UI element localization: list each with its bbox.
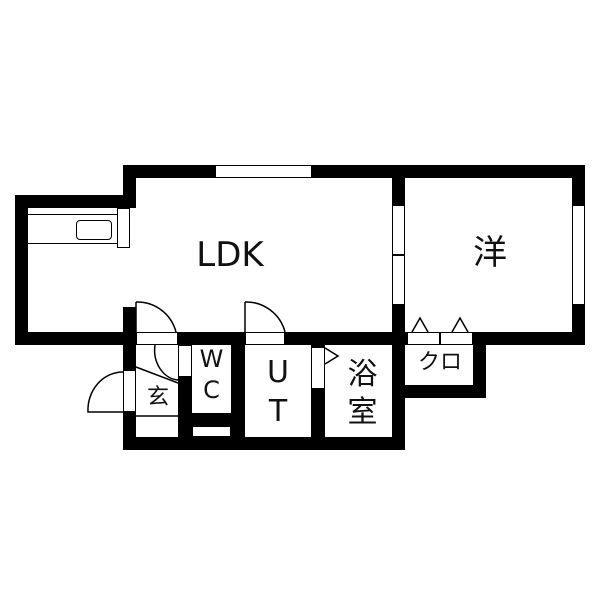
- wall-top-left: [15, 195, 136, 208]
- wc-bottom-strip: [192, 426, 231, 437]
- room-label-closet: クロ: [417, 350, 462, 375]
- door-ldk-entrance-opening: [136, 332, 178, 345]
- wall-closet-right: [473, 332, 486, 398]
- room-label-wc-1: W: [199, 345, 224, 373]
- room-label-ut-1: U: [267, 355, 289, 390]
- window-partition-sliding: [392, 205, 405, 255]
- bath-door-opening: [311, 347, 325, 389]
- room-label-western: 洋: [473, 233, 507, 273]
- closet-door-2: [440, 332, 473, 345]
- wall-left-outer: [15, 195, 28, 345]
- front-door-opening: [123, 370, 136, 412]
- wall-closet-bottom: [392, 385, 486, 398]
- wall-bottom: [123, 437, 405, 450]
- kitchen-counter: [28, 214, 117, 244]
- room-label-bath-1: 浴: [347, 357, 378, 392]
- window-top-ldk: [215, 165, 312, 178]
- kitchen-fridge-panel: [117, 208, 130, 248]
- closet-door-1: [407, 332, 440, 345]
- wall-wc-bottom: [178, 413, 245, 426]
- room-label-entrance: 玄: [146, 385, 169, 410]
- wc-door-opening: [178, 345, 192, 377]
- kitchen-sink: [76, 220, 112, 240]
- room-label-ldk: LDK: [196, 235, 264, 275]
- door-ldk-ut-opening: [245, 332, 285, 345]
- room-label-ut-2: T: [268, 394, 288, 429]
- room-label-wc-2: C: [203, 376, 220, 404]
- window-right-western: [572, 205, 585, 305]
- room-label-bath-2: 室: [347, 395, 378, 430]
- window-partition-sliding-2: [392, 255, 405, 305]
